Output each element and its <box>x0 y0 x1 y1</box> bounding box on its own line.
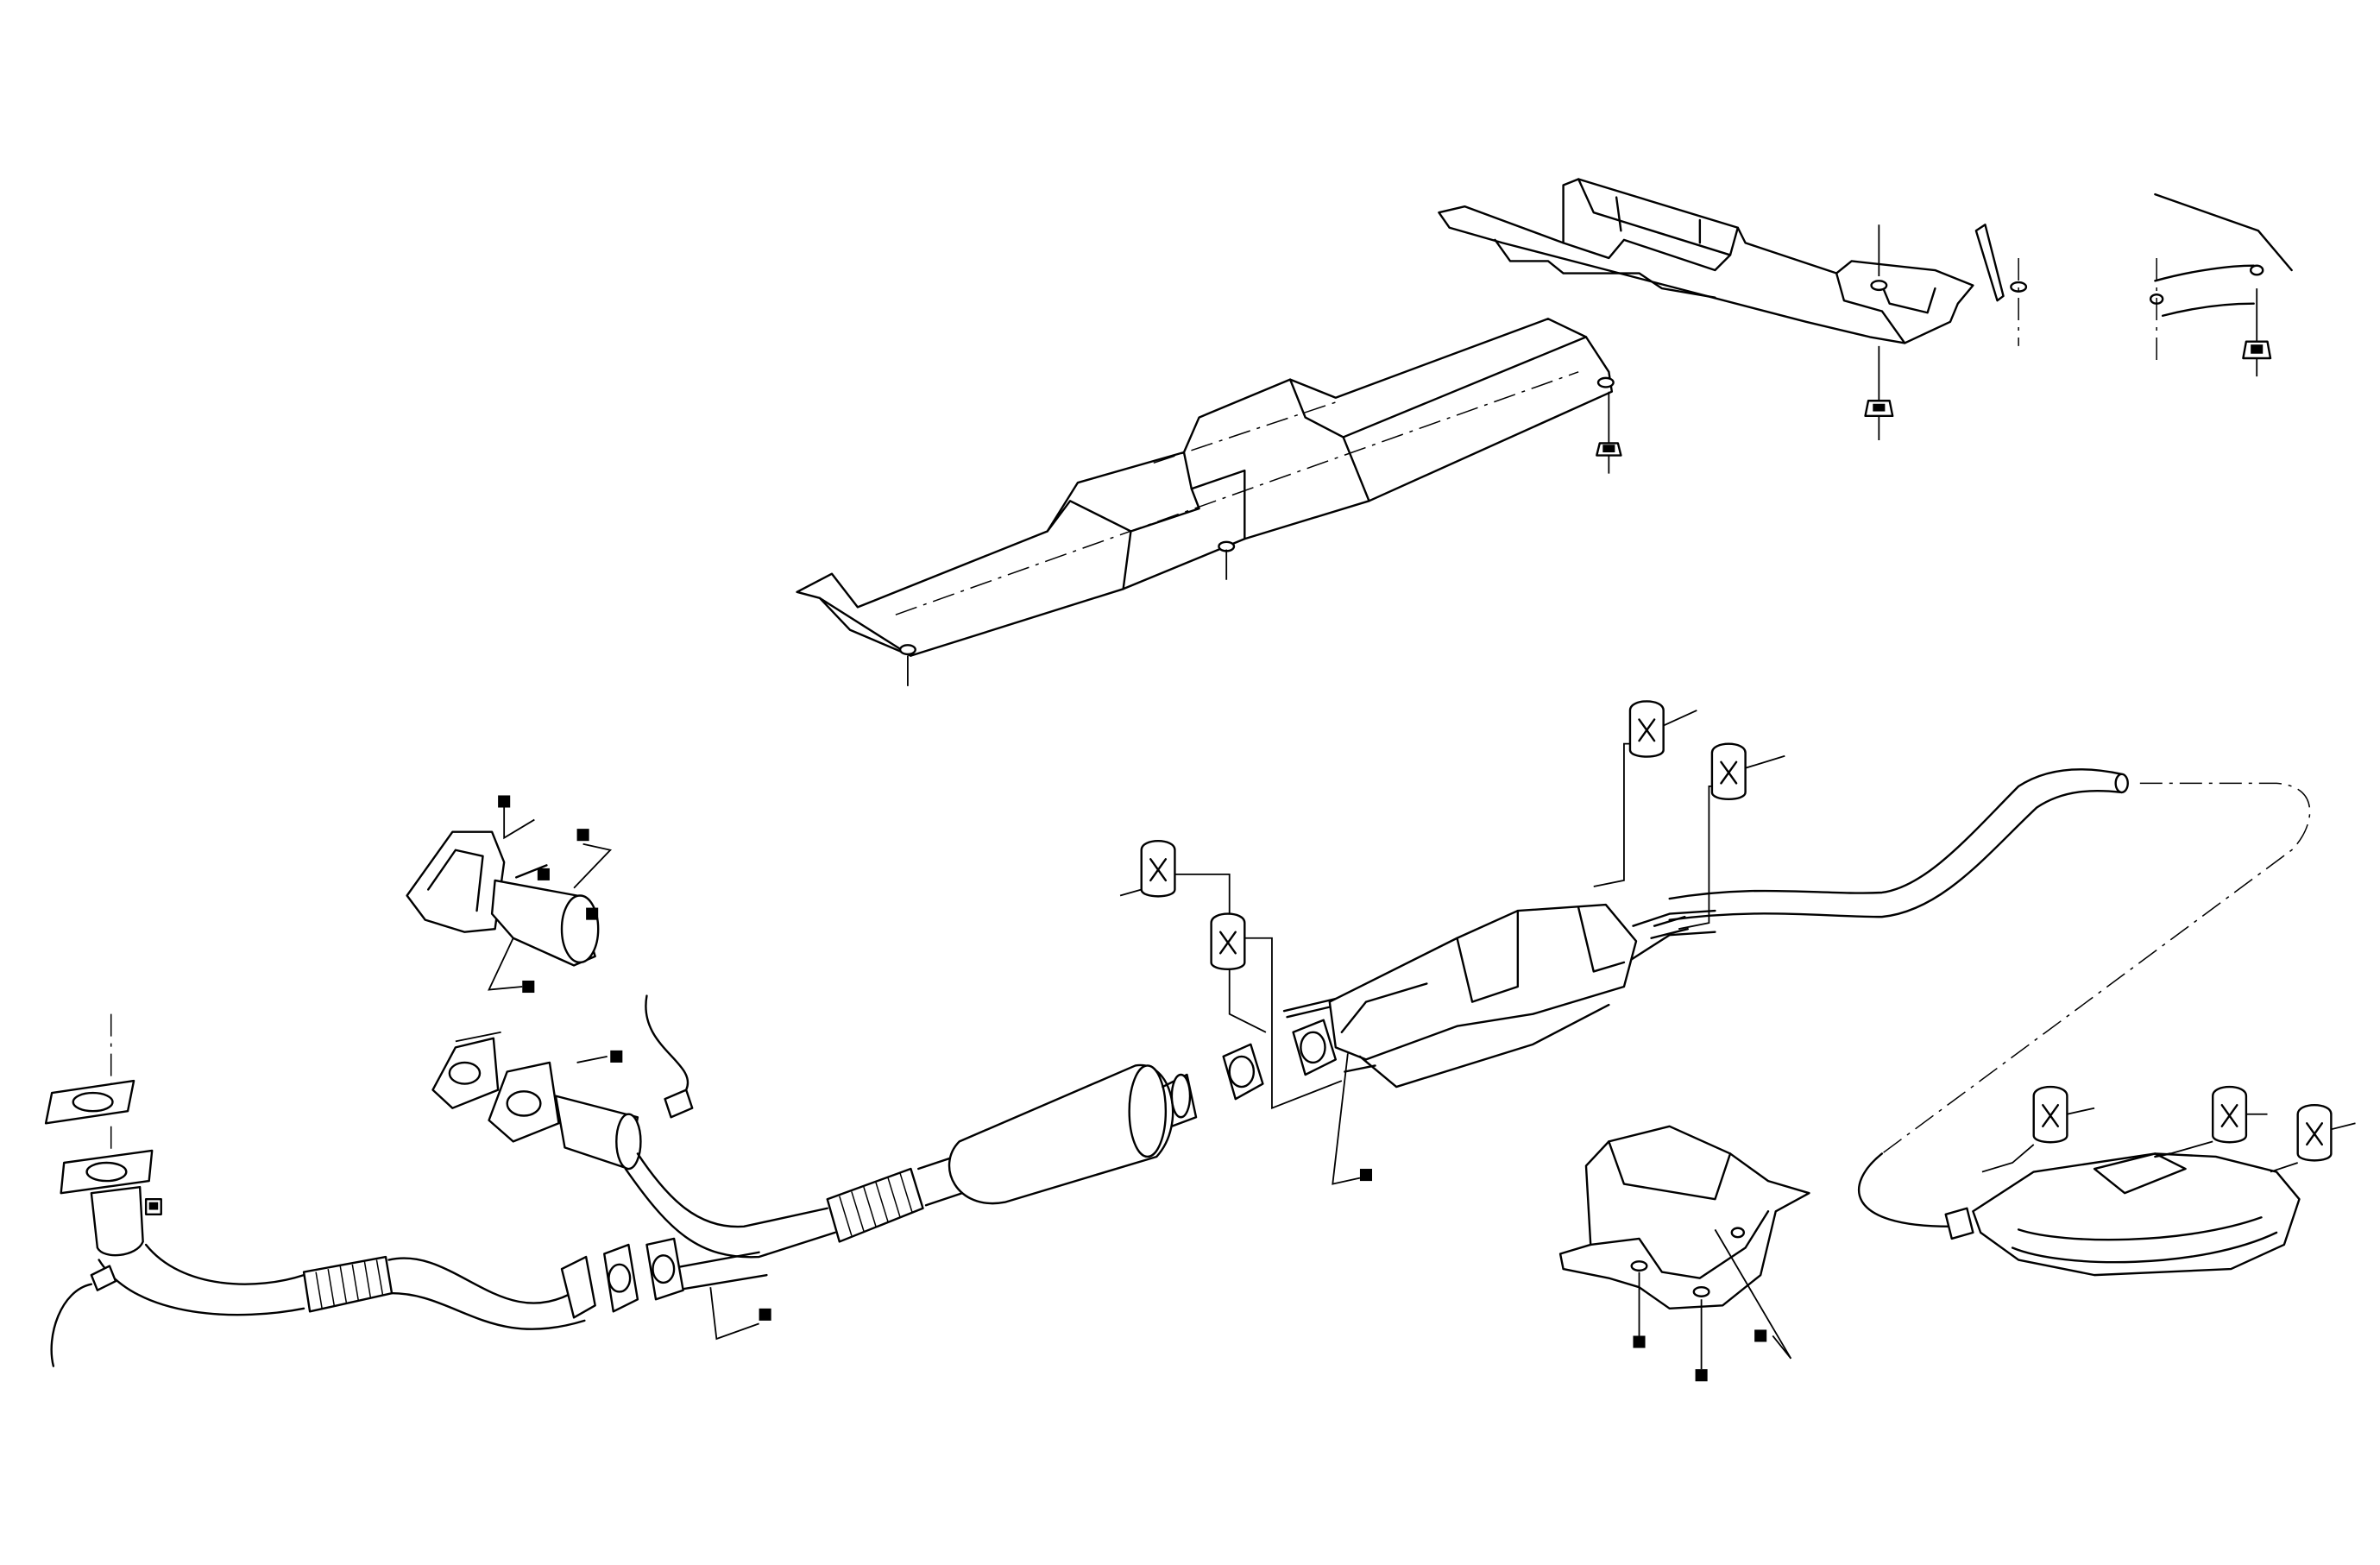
bolt-icon <box>146 1199 161 1215</box>
rubber-hanger-icon <box>1212 914 1342 1108</box>
manifold-flange-gasket-icon <box>433 1032 559 1142</box>
bolt-icon <box>1633 1329 1767 1382</box>
body-panel-detail <box>2150 194 2292 376</box>
rubber-hanger-icon <box>1594 701 1697 887</box>
front-exhaust-pipe-icon <box>61 1151 585 1329</box>
bolt-icon <box>710 1287 771 1339</box>
oxygen-sensor-icon <box>577 996 693 1118</box>
nut-icon <box>2243 342 2270 358</box>
rubber-hanger-icon <box>2170 1087 2268 1153</box>
stud-icon <box>1976 224 2026 346</box>
flexible-bellows-icon <box>828 1153 972 1241</box>
rear-muffler-icon <box>1859 1153 2299 1275</box>
rubber-hanger-icon <box>1678 744 1785 930</box>
nut-icon <box>1596 443 1621 455</box>
catalytic-converter-heat-shield-icon <box>407 832 505 932</box>
center-resonator-icon <box>949 1065 1196 1203</box>
main-catalytic-converter-icon <box>1330 905 1716 1087</box>
y-pipe-icon <box>556 1096 835 1290</box>
manifold-flange-gasket-icon <box>46 1081 134 1123</box>
bolt-icon <box>1332 1053 1373 1183</box>
rubber-hanger-icon <box>2270 1105 2355 1171</box>
front-catalytic-converter-icon <box>492 865 598 965</box>
underbody-heat-shield-icon <box>797 319 1614 686</box>
manifold-flange-gasket-icon <box>562 1239 683 1317</box>
bolt-icon <box>489 795 611 994</box>
rear-tunnel-heat-shield-icon <box>1439 180 1973 440</box>
muffler-heat-shield-icon <box>1560 1126 1809 1369</box>
intermediate-pipe-icon <box>1652 769 2310 1153</box>
flexible-bellows-icon <box>304 1257 392 1311</box>
nut-icon <box>1866 401 1893 416</box>
manifold-flange-gasket-icon <box>1224 1020 1336 1099</box>
oxygen-sensor-icon <box>52 1266 116 1366</box>
rubber-hanger-icon <box>1982 1087 2094 1171</box>
